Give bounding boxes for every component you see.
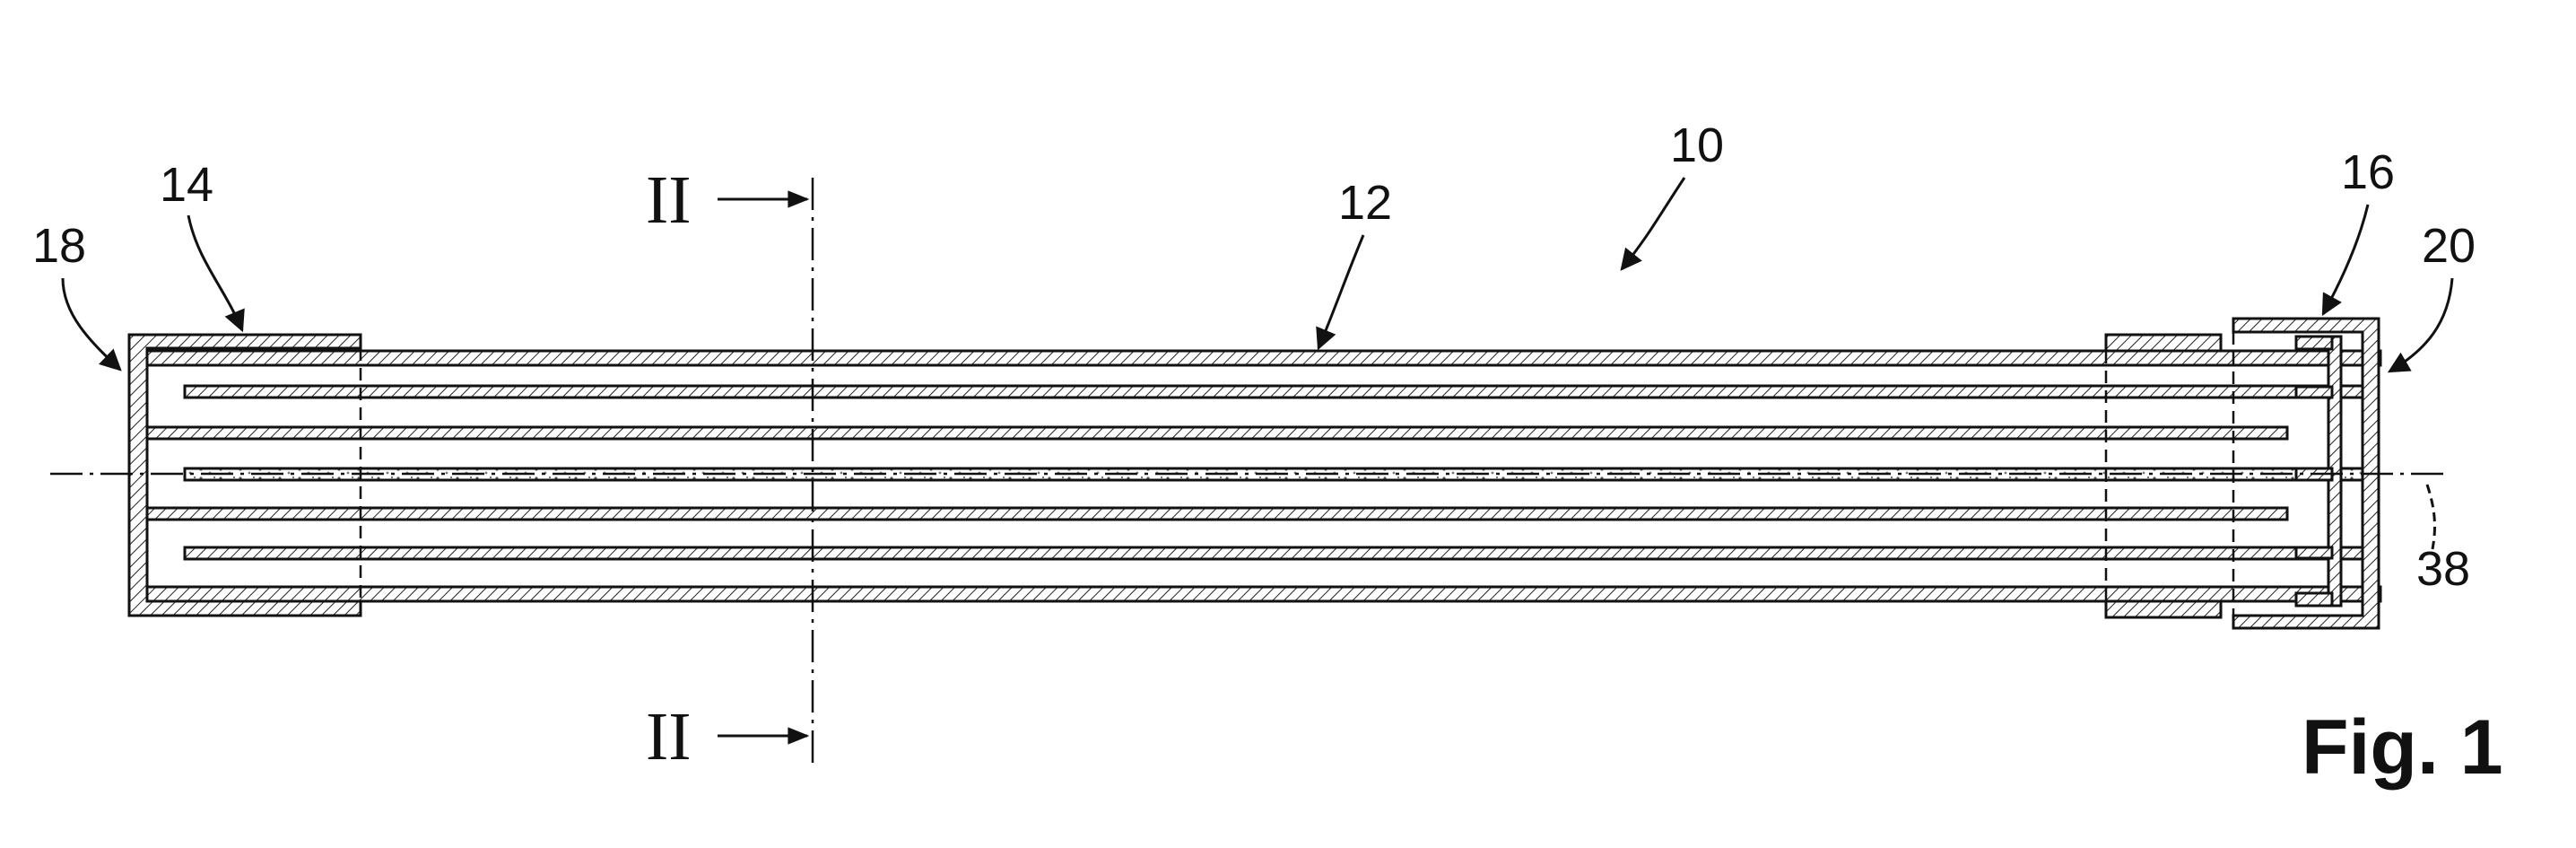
ref-16: 16 <box>2341 145 2395 199</box>
ref-10: 10 <box>1670 118 1724 172</box>
tube-walls <box>145 349 2382 603</box>
ref-14: 14 <box>160 158 213 212</box>
section-label-bottom: II <box>646 699 692 774</box>
ref-20: 20 <box>2422 219 2476 273</box>
section-label-top: II <box>646 162 692 238</box>
section-line <box>718 178 814 763</box>
ref-12: 12 <box>1338 176 1392 230</box>
ref-38: 38 <box>2416 542 2470 596</box>
inner-plates <box>145 384 2375 561</box>
ref-18: 18 <box>32 219 86 273</box>
right-end-cap <box>2104 317 2380 630</box>
figure-caption: Fig. 1 <box>2302 704 2503 791</box>
